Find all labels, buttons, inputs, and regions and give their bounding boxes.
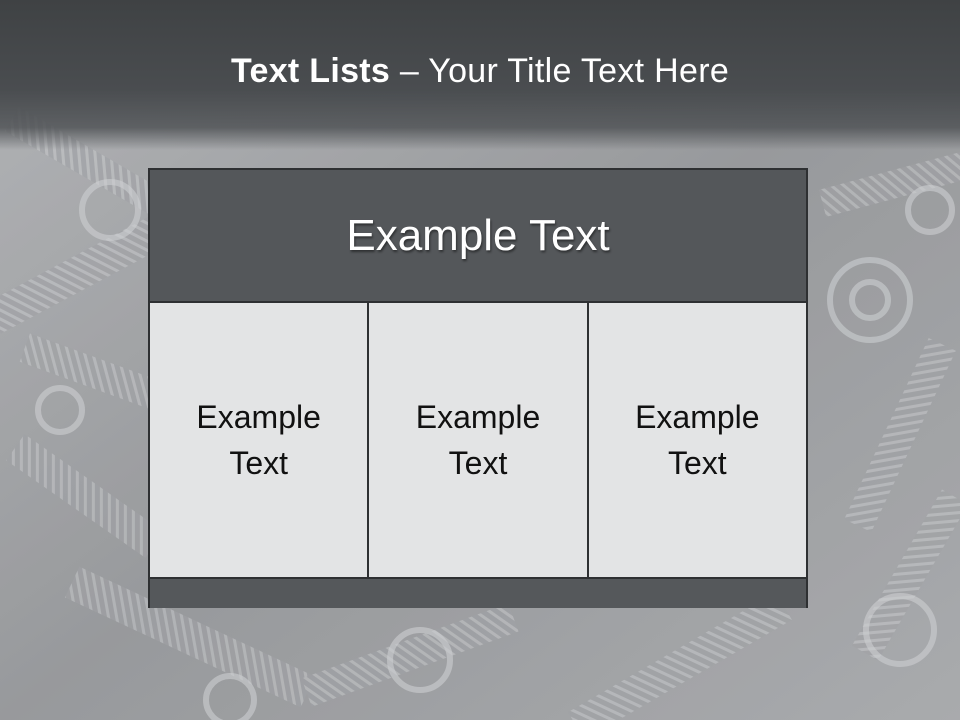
column-text: Example Text — [196, 399, 321, 481]
column-cell: Example Text — [369, 303, 589, 577]
column-text: Example Text — [635, 399, 760, 481]
slide-title: Text Lists – Your Title Text Here — [0, 52, 960, 91]
title-rest-part: – Your Title Text Here — [390, 52, 730, 90]
panel-header-text: Example Text — [346, 210, 610, 260]
panel-columns: Example Text Example Text Example Text — [150, 303, 806, 577]
text-list-panel: Example Text Example Text Example Text E… — [148, 168, 808, 608]
panel-header: Example Text — [150, 170, 806, 303]
column-text: Example Text — [415, 399, 541, 481]
title-bold-part: Text Lists — [230, 52, 391, 90]
column-cell: Example Text — [150, 303, 370, 577]
title-bar: Text Lists – Your Title Text Here — [0, 0, 960, 150]
column-cell: Example Text — [588, 303, 806, 577]
panel-footer-bar — [150, 577, 806, 608]
